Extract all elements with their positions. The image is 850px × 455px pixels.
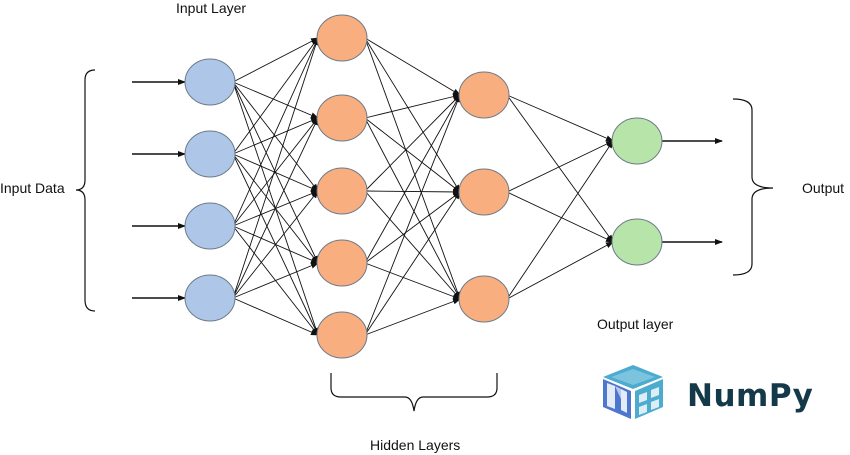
connection-0-0-1 bbox=[232, 81, 319, 119]
braces bbox=[75, 69, 774, 412]
input-data-bracket bbox=[75, 69, 96, 312]
connection-2-2-0 bbox=[506, 140, 614, 300]
connection-2-1-1 bbox=[506, 191, 614, 243]
connection-1-2-2 bbox=[364, 190, 461, 300]
connection-1-2-0 bbox=[364, 94, 461, 192]
hidden-1-node-3 bbox=[316, 239, 368, 287]
input-node-2 bbox=[184, 202, 236, 250]
connection-1-3-0 bbox=[364, 94, 461, 264]
connections bbox=[232, 37, 614, 336]
connection-0-3-1 bbox=[232, 117, 319, 299]
numpy-cube-icon bbox=[603, 365, 663, 419]
connection-2-1-0 bbox=[506, 140, 614, 193]
neurons bbox=[184, 14, 663, 359]
connection-0-0-0 bbox=[232, 37, 319, 83]
connection-0-1-0 bbox=[232, 37, 319, 155]
connection-2-0-1 bbox=[506, 94, 614, 243]
connection-0-0-2 bbox=[232, 81, 319, 192]
input-node-3 bbox=[184, 274, 236, 322]
hidden-1-node-1 bbox=[316, 94, 368, 142]
connection-1-0-1 bbox=[364, 37, 461, 193]
hidden-layers-brace bbox=[330, 373, 498, 412]
input-data-label: Input Data bbox=[0, 180, 65, 196]
connection-0-2-1 bbox=[232, 117, 319, 227]
connection-0-2-0 bbox=[232, 37, 319, 227]
connection-1-1-2 bbox=[364, 117, 461, 300]
connection-1-4-0 bbox=[364, 94, 461, 336]
hidden-2-node-0 bbox=[458, 71, 510, 119]
connection-2-2-1 bbox=[506, 241, 614, 300]
connection-0-1-1 bbox=[232, 117, 319, 155]
hidden-1-node-2 bbox=[316, 167, 368, 215]
input-node-0 bbox=[184, 58, 236, 106]
connection-1-4-2 bbox=[364, 298, 461, 336]
connection-1-4-1 bbox=[364, 191, 461, 336]
connection-1-0-0 bbox=[364, 37, 461, 96]
connection-0-3-4 bbox=[232, 297, 319, 336]
connection-0-3-0 bbox=[232, 37, 319, 299]
connection-1-0-2 bbox=[364, 37, 461, 300]
hidden-2-node-1 bbox=[458, 168, 510, 216]
input-node-1 bbox=[184, 130, 236, 178]
connection-1-2-1 bbox=[364, 188, 461, 195]
input-layer-label: Input Layer bbox=[176, 0, 247, 16]
connection-1-3-2 bbox=[364, 262, 461, 300]
output-layer-label: Output layer bbox=[597, 316, 674, 332]
hidden-2-node-2 bbox=[458, 275, 510, 323]
connection-0-3-2 bbox=[232, 190, 319, 299]
hidden-layers-label: Hidden Layers bbox=[370, 437, 461, 453]
output-node-1 bbox=[611, 218, 663, 266]
output-label: Output bbox=[802, 180, 845, 196]
numpy-logo-text: NumPy bbox=[687, 378, 814, 414]
connection-1-3-1 bbox=[364, 191, 461, 264]
connection-0-3-3 bbox=[232, 262, 319, 299]
io-arrows bbox=[132, 79, 723, 301]
connection-2-0-0 bbox=[506, 94, 614, 142]
hidden-1-node-4 bbox=[316, 311, 368, 359]
output-node-0 bbox=[611, 117, 663, 165]
connection-1-1-0 bbox=[364, 93, 461, 119]
output-bracket bbox=[732, 98, 774, 276]
connection-1-1-1 bbox=[364, 117, 461, 193]
hidden-1-node-0 bbox=[316, 14, 368, 62]
